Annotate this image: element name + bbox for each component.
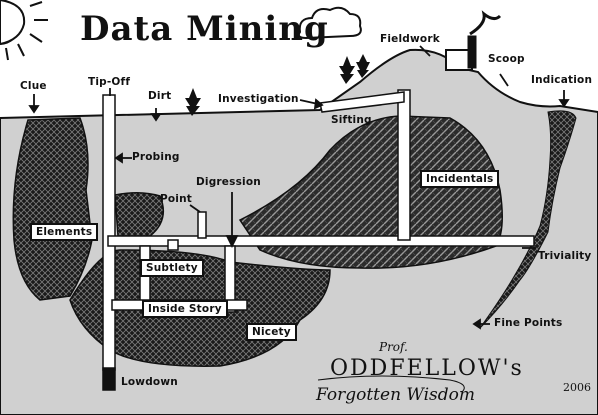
label-incidentals: Incidentals (420, 170, 500, 188)
rock-left (12, 117, 93, 301)
label-triviality: Triviality (538, 250, 592, 262)
label-dirt: Dirt (148, 90, 172, 102)
label-nicety: Nicety (246, 323, 297, 341)
label-lowdown: Lowdown (121, 376, 178, 388)
signature-year: 2006 (563, 381, 591, 394)
label-subtlety: Subtlety (140, 259, 204, 277)
label-fieldwork: Fieldwork (380, 33, 440, 45)
page-title: Data Mining (80, 9, 329, 49)
signature-flourish (317, 375, 465, 393)
signature-prof: Prof. (379, 340, 408, 354)
label-elements: Elements (30, 223, 99, 241)
sun-icon (0, 0, 48, 61)
cloud-icon (297, 6, 362, 40)
vein-right (479, 110, 577, 329)
label-scoop: Scoop (488, 53, 525, 65)
factory-icon (445, 10, 502, 71)
label-clue: Clue (20, 80, 47, 92)
label-point: Point (160, 193, 193, 205)
arrows (28, 45, 570, 330)
label-digression: Digression (196, 176, 261, 188)
tree-icon (185, 54, 370, 116)
label-investigation: Investigation (218, 93, 299, 105)
signature-wisdom: Forgotten Wisdom (316, 385, 475, 405)
label-indication: Indication (531, 74, 593, 86)
rock-mid (114, 192, 165, 237)
rock-center (238, 115, 503, 269)
label-fine-points: Fine Points (494, 317, 563, 329)
label-tip-off: Tip-Off (88, 76, 131, 88)
label-inside-story: Inside Story (142, 300, 228, 318)
label-probing: Probing (132, 151, 180, 163)
label-sifting: Sifting (331, 114, 372, 126)
signature-name: ODDFELLOW's (330, 356, 524, 381)
